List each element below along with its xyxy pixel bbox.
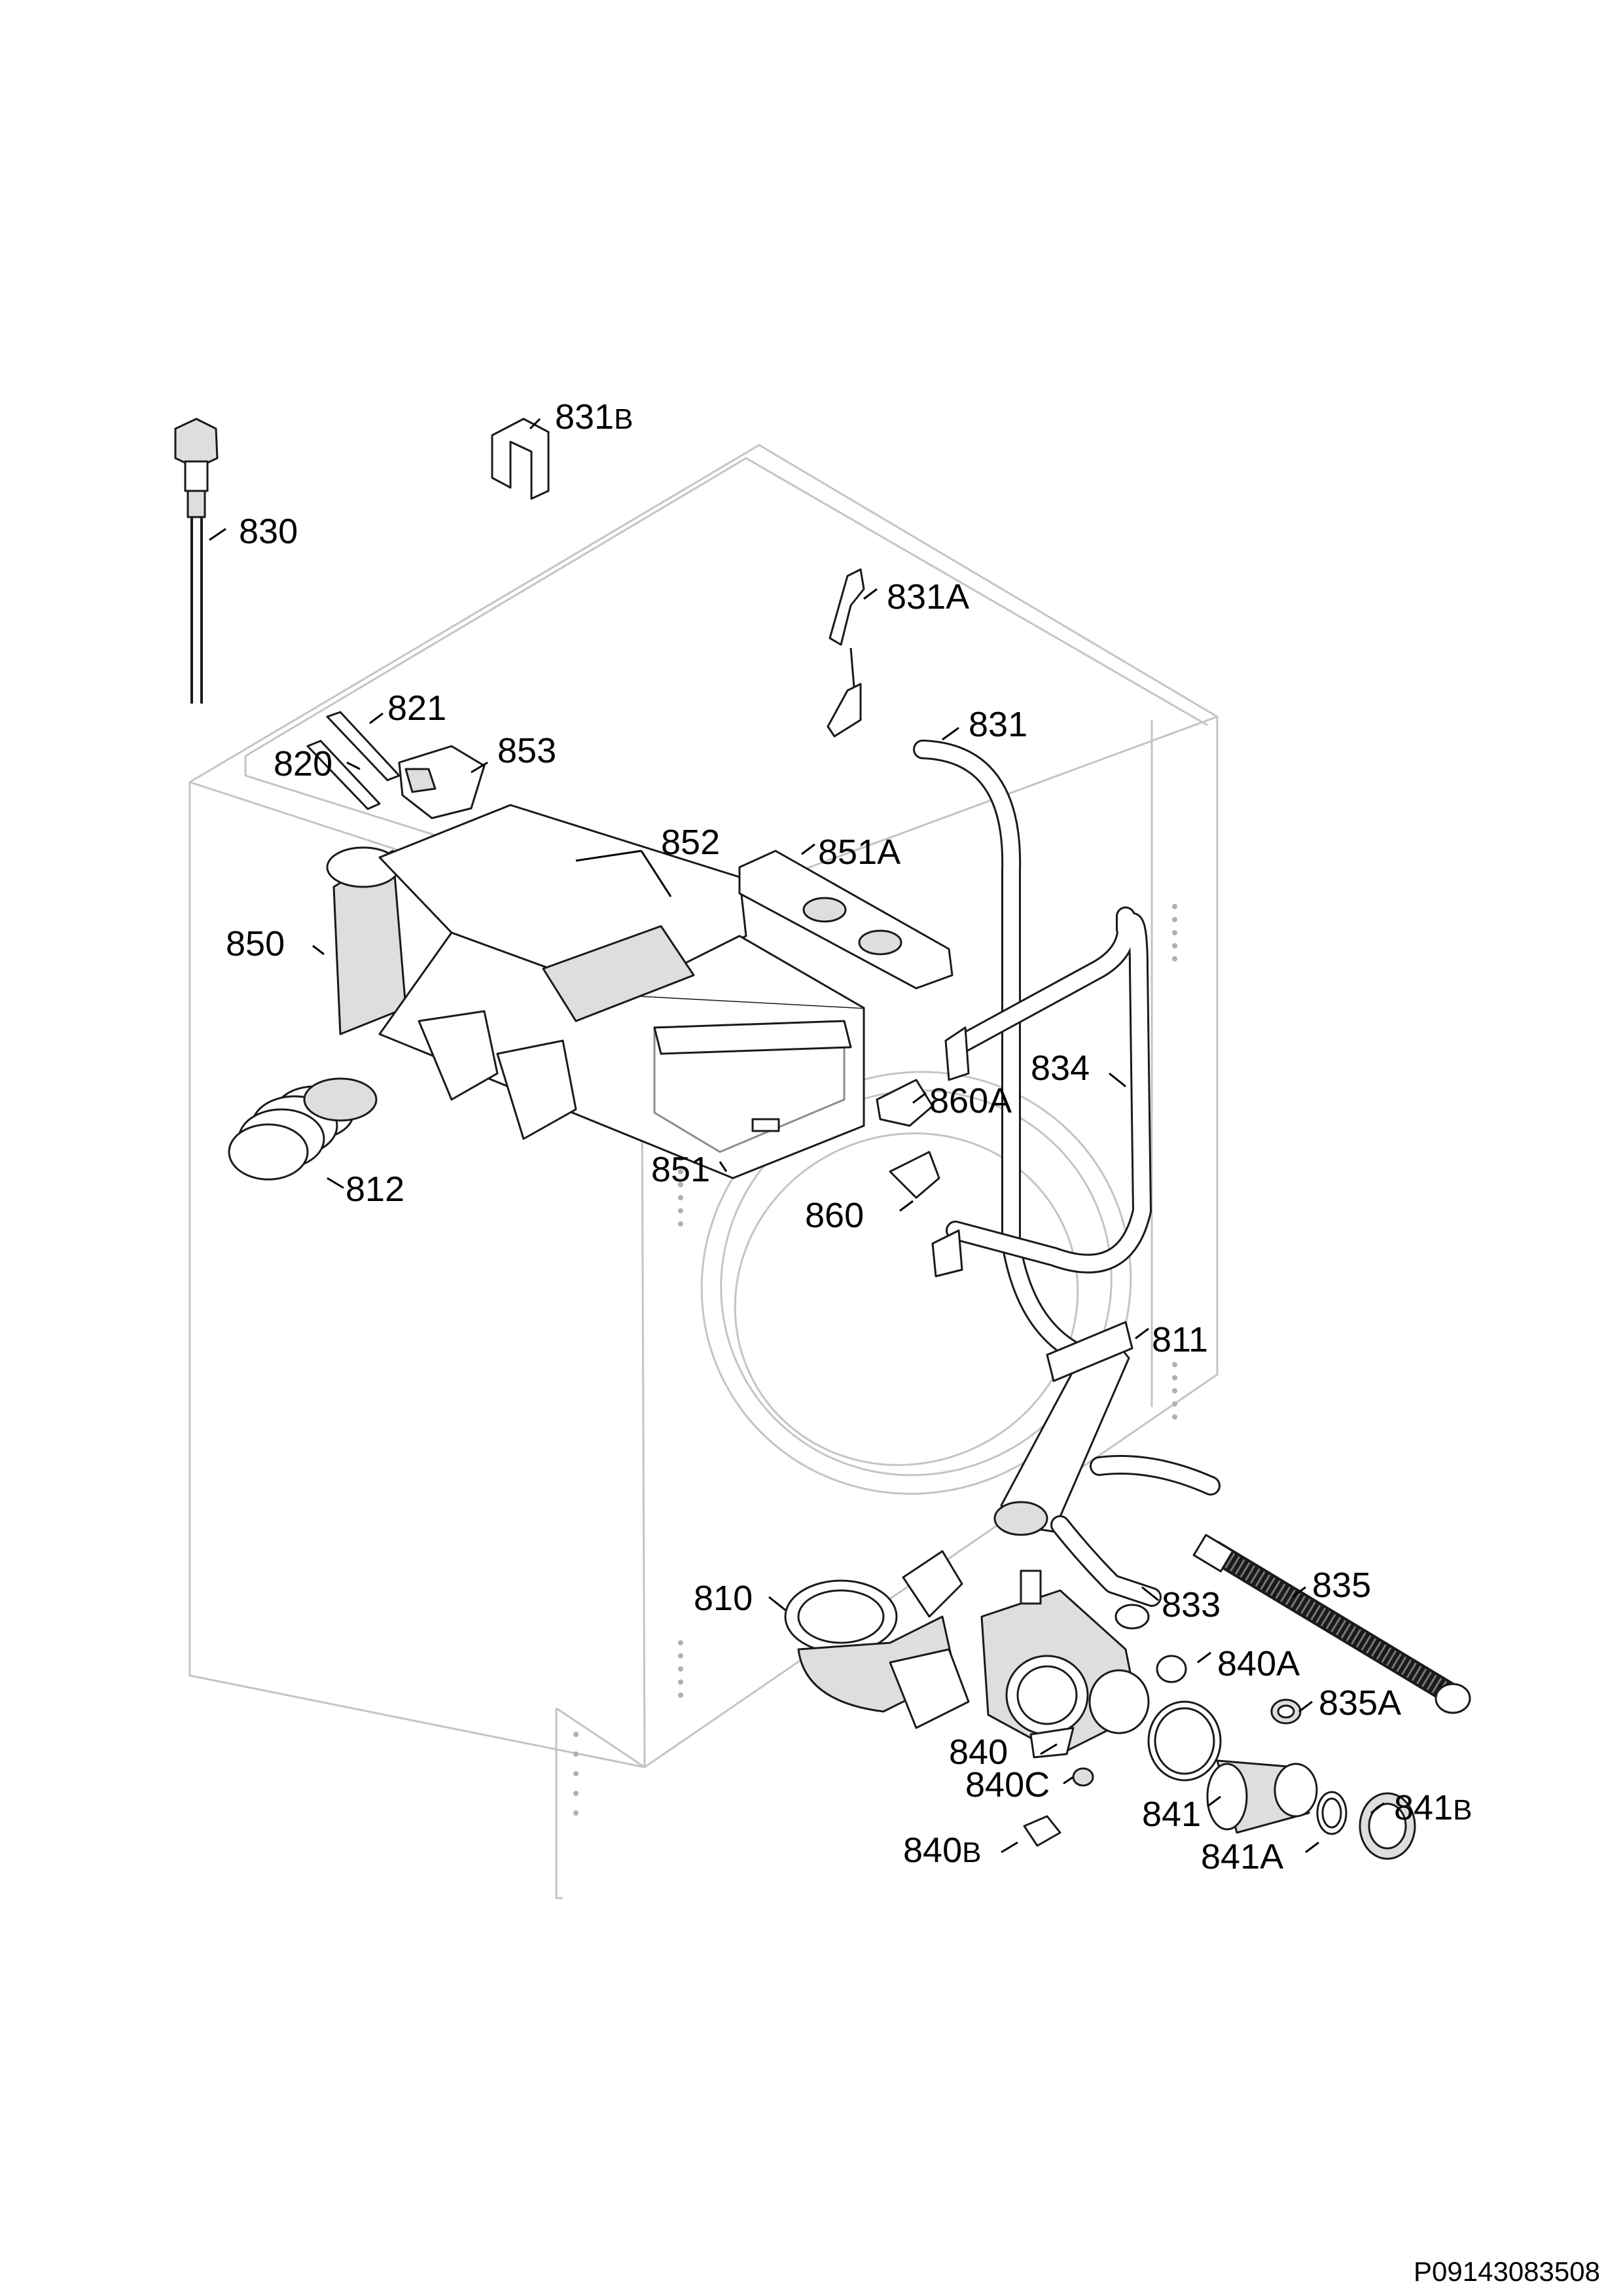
callout-831a: 831A [887, 577, 969, 617]
sleeve-810 [784, 1550, 970, 1729]
filter-841 [1206, 1759, 1318, 1834]
callout-853: 853 [497, 731, 556, 770]
callout-841b: 841B [1394, 1788, 1472, 1827]
callout-840a: 840A [1217, 1644, 1300, 1683]
drawing-number: P09143083508 [1414, 2256, 1600, 2287]
callout-821: 821 [387, 689, 446, 728]
callout-812: 812 [346, 1170, 404, 1209]
drain-hose-835 [1192, 1534, 1471, 1714]
ring-835a [1270, 1698, 1302, 1725]
callout-851: 851 [651, 1150, 710, 1189]
callout-830: 830 [239, 512, 298, 551]
hoses-831-834 [913, 740, 1152, 1371]
callout-860: 860 [805, 1196, 864, 1235]
callout-835a: 835A [1319, 1683, 1401, 1723]
callout-840b: 840B [903, 1831, 981, 1870]
pipe-811 [993, 1321, 1221, 1536]
callout-860a: 860A [929, 1081, 1012, 1121]
bellows-812 [228, 1077, 378, 1181]
pins-820-821 [306, 711, 401, 810]
seal-840a [1147, 1700, 1222, 1782]
cap-841b [1359, 1792, 1416, 1860]
leader-lines [209, 418, 1385, 1854]
callout-840c: 840C [965, 1765, 1050, 1804]
callout-841a: 841A [1201, 1837, 1283, 1876]
callout-831b: 831B [555, 397, 633, 437]
callout-835: 835 [1312, 1566, 1371, 1605]
pump-840 [980, 1570, 1187, 1759]
callout-834: 834 [1031, 1049, 1090, 1088]
clip-840b [1023, 1815, 1061, 1847]
callout-851a: 851A [818, 833, 901, 872]
callout-labels: 830 831B 831A 821 820 853 831 852 851A 8… [226, 397, 1472, 1876]
connector-831a [827, 568, 865, 738]
brackets-860 [876, 1079, 940, 1199]
inlet-hose-830 [174, 418, 219, 704]
callout-852: 852 [661, 823, 720, 862]
hose-833 [1050, 1515, 1162, 1630]
callout-810: 810 [694, 1579, 753, 1618]
cover-851a [738, 850, 954, 990]
callout-841: 841 [1142, 1795, 1201, 1834]
oring-841a [1316, 1791, 1347, 1835]
callout-850: 850 [226, 924, 285, 963]
callout-833: 833 [1162, 1585, 1221, 1624]
screw-840c [1072, 1767, 1094, 1787]
switch-853 [398, 745, 486, 819]
clip-831b [491, 418, 550, 500]
callout-820: 820 [274, 744, 332, 783]
callout-831: 831 [969, 705, 1027, 744]
callout-840: 840 [949, 1732, 1008, 1772]
callout-811: 811 [1152, 1320, 1208, 1359]
dispenser-assembly [326, 804, 865, 1179]
